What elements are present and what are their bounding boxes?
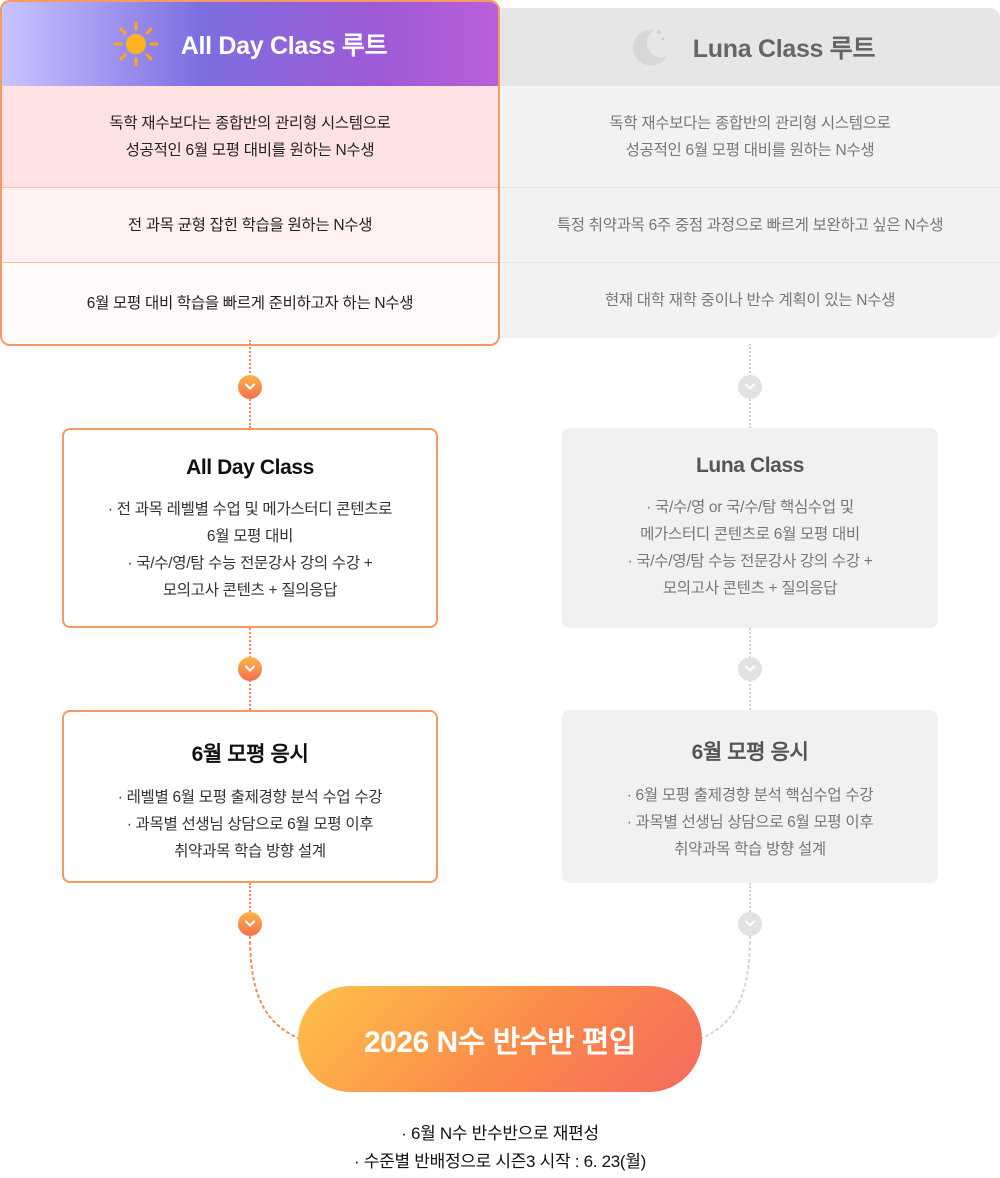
chevron-down-icon bbox=[738, 657, 762, 681]
step-line: · 전 과목 레벨별 수업 및 메가스터디 콘텐츠로 bbox=[107, 501, 393, 518]
june-mock-exam-step: 6월 모평 응시 · 레벨별 6월 모평 출제경향 분석 수업 수강 · 과목별… bbox=[62, 710, 438, 883]
luna-class-step: Luna Class · 국/수/영 or 국/수/탐 핵심수업 및 메가스터디… bbox=[562, 428, 938, 628]
moon-icon bbox=[632, 29, 667, 66]
step-line: · 과목별 선생님 상담으로 6월 모평 이후 bbox=[626, 814, 874, 831]
final-notes: · 6월 N수 반수반으로 재편성 · 수준별 반배정으로 시즌3 시작 : 6… bbox=[0, 1120, 1000, 1176]
step-line: 취약과목 학습 방향 설계 bbox=[174, 843, 326, 860]
all-day-route-title: All Day Class 루트 bbox=[180, 32, 388, 60]
luna-route-header: Luna Class 루트 bbox=[500, 8, 1000, 86]
all-day-class-step: All Day Class · 전 과목 레벨별 수업 및 메가스터디 콘텐츠로… bbox=[62, 428, 438, 628]
all-day-target-row-3: 6월 모평 대비 학습을 빠르게 준비하고자 하는 N수생 bbox=[2, 263, 498, 344]
step-title: 6월 모평 응시 bbox=[691, 741, 809, 764]
sun-icon bbox=[113, 21, 159, 67]
step-line: 메가스터디 콘텐츠로 6월 모평 대비 bbox=[640, 526, 860, 543]
step-line: · 레벨별 6월 모평 출제경향 분석 수업 수강 bbox=[117, 789, 383, 806]
connector-line bbox=[749, 883, 751, 923]
chevron-down-icon bbox=[738, 912, 762, 936]
luna-target-row-2: 특정 취약과목 6주 중점 과정으로 빠르게 보완하고 싶은 N수생 bbox=[500, 188, 1000, 263]
chevron-down-icon bbox=[238, 912, 262, 936]
step-line: · 국/수/영/탐 수능 전문강사 강의 수강 + bbox=[627, 553, 873, 570]
all-day-route-card: All Day Class 루트 독학 재수보다는 종합반의 관리형 시스템으로… bbox=[0, 0, 500, 346]
row-text: 성공적인 6월 모평 대비를 원하는 N수생 bbox=[125, 141, 375, 159]
final-title: 2026 N수 반수반 편입 bbox=[363, 1026, 637, 1059]
final-transfer-badge: 2026 N수 반수반 편입 bbox=[298, 986, 702, 1092]
row-text: 전 과목 균형 잡힌 학습을 원하는 N수생 bbox=[127, 216, 373, 234]
step-line: · 국/수/영/탐 수능 전문강사 강의 수강 + bbox=[127, 555, 373, 572]
row-text: 6월 모평 대비 학습을 빠르게 준비하고자 하는 N수생 bbox=[86, 295, 414, 312]
luna-target-row-3: 현재 대학 재학 중이나 반수 계획이 있는 N수생 bbox=[500, 263, 1000, 338]
step-line: · 국/수/영 or 국/수/탐 핵심수업 및 bbox=[646, 499, 854, 516]
row-text: 독학 재수보다는 종합반의 관리형 시스템으로 bbox=[109, 114, 391, 132]
row-text: 독학 재수보다는 종합반의 관리형 시스템으로 bbox=[609, 114, 891, 132]
step-title: 6월 모평 응시 bbox=[191, 743, 309, 766]
merge-connector bbox=[249, 935, 751, 1039]
step-line: · 과목별 선생님 상담으로 6월 모평 이후 bbox=[126, 816, 374, 833]
step-line: 6월 모평 대비 bbox=[206, 528, 294, 545]
row-text: 현재 대학 재학 중이나 반수 계획이 있는 N수생 bbox=[604, 292, 896, 309]
chevron-down-icon bbox=[238, 375, 262, 399]
chevron-down-icon bbox=[738, 375, 762, 399]
all-day-target-row-2: 전 과목 균형 잡힌 학습을 원하는 N수생 bbox=[2, 188, 498, 263]
note-line: · 6월 N수 반수반으로 재편성 bbox=[401, 1124, 599, 1143]
note-line: · 수준별 반배정으로 시즌3 시작 : 6. 23(월) bbox=[354, 1152, 646, 1171]
step-title: Luna Class bbox=[695, 454, 805, 477]
row-text: 특정 취약과목 6주 중점 과정으로 빠르게 보완하고 싶은 N수생 bbox=[556, 216, 944, 234]
luna-route-title: Luna Class 루트 bbox=[692, 35, 876, 63]
row-text: 성공적인 6월 모평 대비를 원하는 N수생 bbox=[625, 141, 875, 159]
step-line: 취약과목 학습 방향 설계 bbox=[674, 841, 826, 858]
step-title: All Day Class bbox=[186, 456, 314, 479]
step-line: 모의고사 콘텐츠 + 질의응답 bbox=[162, 582, 338, 599]
connector-line bbox=[249, 883, 251, 923]
step-line: 모의고사 콘텐츠 + 질의응답 bbox=[662, 580, 838, 597]
june-mock-exam-step: 6월 모평 응시 · 6월 모평 출제경향 분석 핵심수업 수강 · 과목별 선… bbox=[562, 710, 938, 883]
luna-route-card: Luna Class 루트 독학 재수보다는 종합반의 관리형 시스템으로 성공… bbox=[500, 8, 1000, 338]
chevron-down-icon bbox=[238, 657, 262, 681]
all-day-route-header: All Day Class 루트 bbox=[2, 2, 498, 86]
all-day-target-row-1: 독학 재수보다는 종합반의 관리형 시스템으로 성공적인 6월 모평 대비를 원… bbox=[2, 86, 498, 188]
luna-target-row-1: 독학 재수보다는 종합반의 관리형 시스템으로 성공적인 6월 모평 대비를 원… bbox=[500, 86, 1000, 188]
step-line: · 6월 모평 출제경향 분석 핵심수업 수강 bbox=[626, 787, 874, 804]
